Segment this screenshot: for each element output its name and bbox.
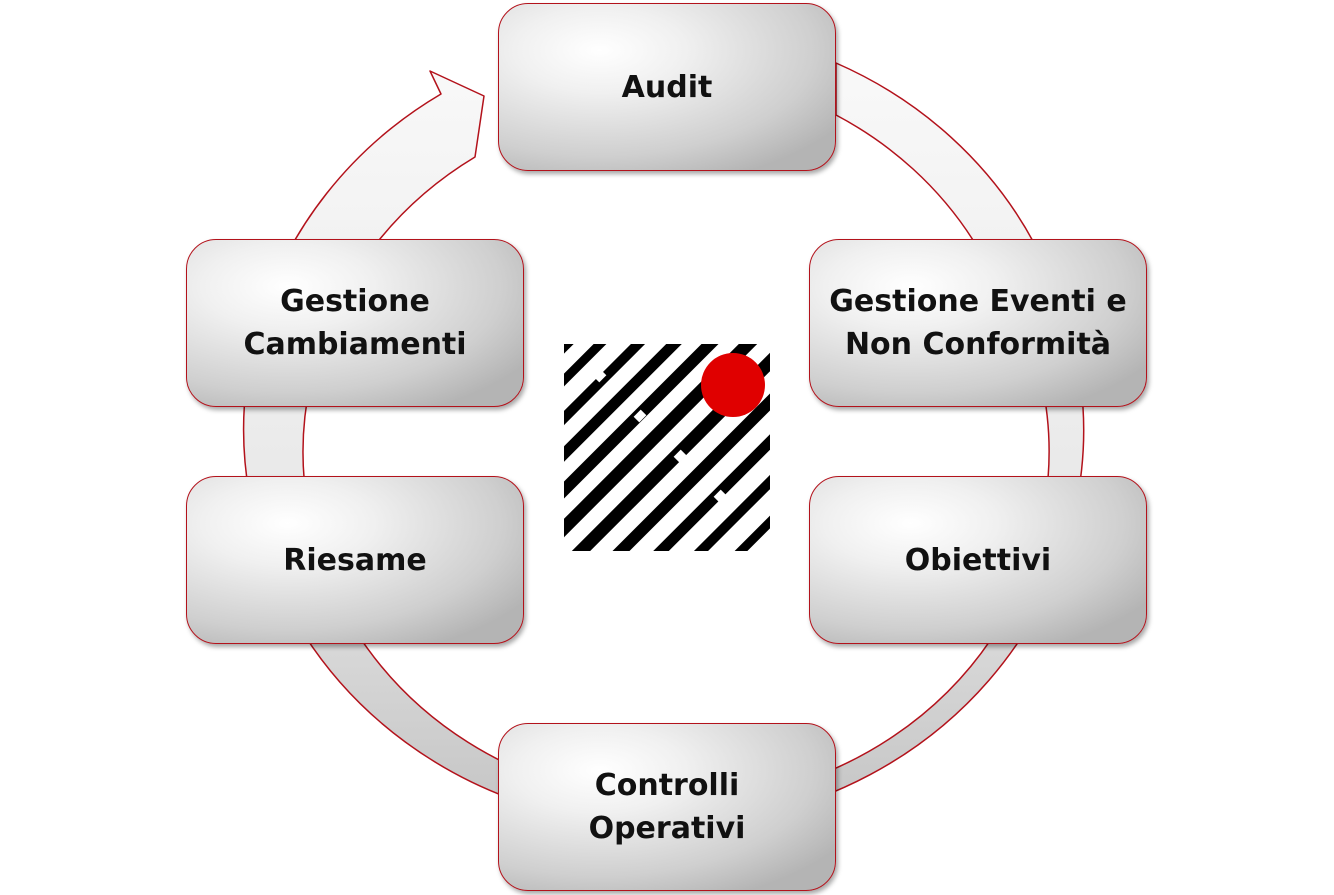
step-label: Controlli Operativi bbox=[588, 768, 746, 846]
step-controlli-operativi: Controlli Operativi bbox=[498, 723, 836, 891]
cycle-arrow bbox=[242, 62, 1085, 827]
step-label: Riesame bbox=[283, 542, 427, 578]
step-gestione-eventi: Gestione Eventi e Non Conformità bbox=[809, 239, 1147, 407]
center-logo bbox=[564, 344, 770, 551]
step-label: Obiettivi bbox=[904, 542, 1052, 578]
step-gestione-cambiamenti: Gestione Cambiamenti bbox=[186, 239, 524, 407]
step-label: Gestione Eventi e Non Conformità bbox=[829, 284, 1127, 362]
step-obiettivi: Obiettivi bbox=[809, 476, 1147, 644]
step-label: Gestione Cambiamenti bbox=[243, 284, 467, 362]
step-label: Audit bbox=[621, 69, 713, 105]
step-audit: Audit bbox=[498, 3, 836, 171]
step-riesame: Riesame bbox=[186, 476, 524, 644]
logo-red-dot bbox=[701, 353, 765, 417]
